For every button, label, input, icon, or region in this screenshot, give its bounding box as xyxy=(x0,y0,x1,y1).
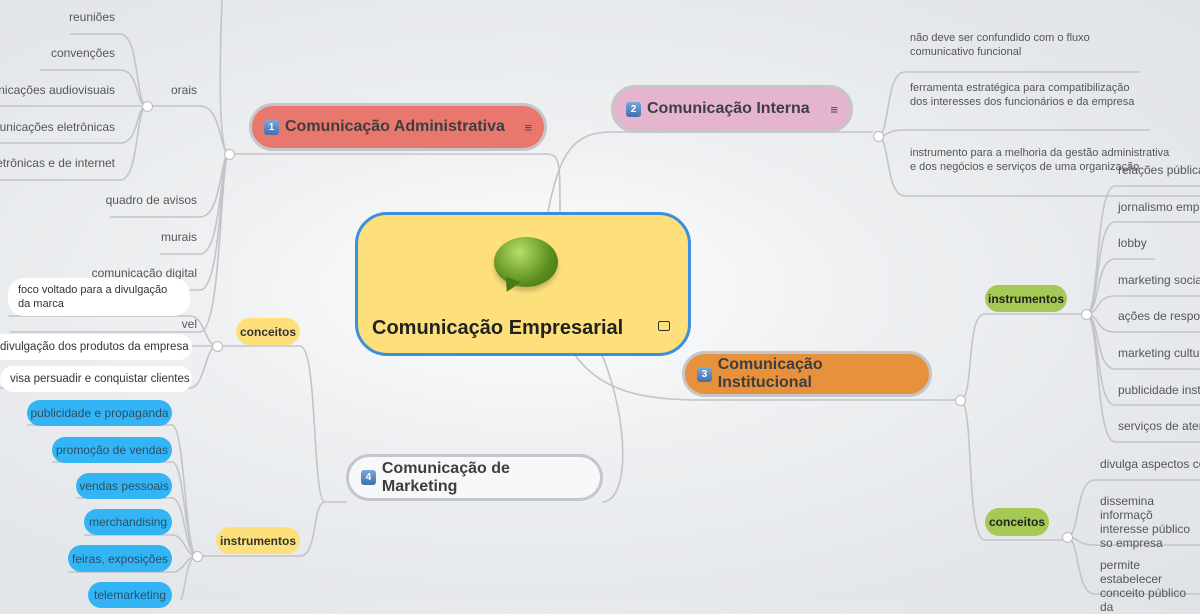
node-feiras-exposicoes[interactable]: feiras, exposições xyxy=(68,545,172,572)
node-internet[interactable]: letrônicas e de internet xyxy=(0,156,115,170)
collapse-node[interactable] xyxy=(873,131,884,142)
topic-comunicacao-institucional[interactable]: 3 Comunicação Institucional xyxy=(682,351,932,397)
collapse-node[interactable] xyxy=(1062,532,1073,543)
node-text: foco voltado para a divulgação da marca xyxy=(18,284,168,310)
node-reunioes[interactable]: reuniões xyxy=(68,10,115,24)
topic-comunicacao-marketing[interactable]: 4 Comunicação de Marketing xyxy=(346,454,603,501)
node-acoes-responsabilidade[interactable]: ações de respor xyxy=(1118,309,1200,323)
node-lobby[interactable]: lobby xyxy=(1118,236,1147,250)
number-3-icon: 3 xyxy=(697,366,712,382)
speech-bubble-icon xyxy=(494,237,558,287)
number-4-icon: 4 xyxy=(361,470,376,485)
node-comunicacao-digital[interactable]: comunicação digital xyxy=(91,266,197,280)
number-2-icon: 2 xyxy=(626,101,641,117)
node-conceitos-marketing[interactable]: conceitos xyxy=(236,318,300,345)
number-1-icon: 1 xyxy=(264,119,279,135)
topic-title: Comunicação Institucional xyxy=(717,356,823,391)
collapse-node[interactable] xyxy=(1081,309,1092,320)
node-servicos-atendimento[interactable]: serviços de aten xyxy=(1118,419,1200,433)
node-merchandising[interactable]: merchandising xyxy=(84,509,172,535)
node-marketing-social[interactable]: marketing social xyxy=(1118,273,1200,287)
node-divulgacao-produtos[interactable]: divulgação dos produtos da empresa xyxy=(0,334,192,360)
node-audiovisuais[interactable]: unicações audiovisuais xyxy=(0,83,115,97)
central-title: Comunicação Empresarial xyxy=(372,317,624,339)
node-orais[interactable]: orais xyxy=(170,83,197,97)
topic-comunicacao-administrativa[interactable]: 1 Comunicação Administrativa ≡ xyxy=(249,103,547,151)
node-publicidade-institucional[interactable]: publicidade insti xyxy=(1118,383,1200,397)
collapse-node[interactable] xyxy=(224,149,235,160)
topic-title: Comunicação Interna xyxy=(647,100,810,117)
image-icon[interactable] xyxy=(658,321,670,331)
node-jornalismo[interactable]: jornalismo empr xyxy=(1118,200,1200,214)
node-instrumentos-marketing[interactable]: instrumentos xyxy=(216,527,300,554)
node-marketing-cultural[interactable]: marketing cultur xyxy=(1118,346,1200,360)
topic-comunicacao-interna[interactable]: 2 Comunicação Interna ≡ xyxy=(611,85,853,133)
node-interna-1[interactable]: não deve ser confundido com o fluxo comu… xyxy=(910,32,1090,58)
node-interna-2[interactable]: ferramenta estratégica para compatibiliz… xyxy=(910,82,1135,108)
node-visa-persuadir[interactable]: visa persuadir e conquistar clientes xyxy=(0,366,192,392)
node-murais[interactable]: murais xyxy=(160,230,197,244)
notes-icon[interactable]: ≡ xyxy=(830,101,838,117)
node-instrumentos-institucional[interactable]: instrumentos xyxy=(985,285,1067,312)
collapse-node[interactable] xyxy=(192,551,203,562)
node-relacoes-publicas[interactable]: relações pública xyxy=(1118,163,1200,177)
central-topic[interactable]: Comunicação Empresarial xyxy=(355,212,691,356)
node-conceito-2[interactable]: dissemina informaçõ interesse público so… xyxy=(1100,494,1191,550)
node-conceito-1[interactable]: divulga aspectos co xyxy=(1100,457,1200,471)
notes-icon[interactable]: ≡ xyxy=(524,119,532,135)
node-eletronicas[interactable]: municações eletrônicas xyxy=(0,120,115,134)
node-quadro-avisos[interactable]: quadro de avisos xyxy=(105,193,197,207)
node-conceito-3[interactable]: permite estabelecer conceito público da xyxy=(1100,558,1187,614)
node-partial[interactable]: vel xyxy=(181,317,197,331)
topic-title: Comunicação de Marketing xyxy=(381,459,510,495)
node-publicidade-propaganda[interactable]: publicidade e propaganda xyxy=(27,400,172,426)
node-vendas-pessoais[interactable]: vendas pessoais xyxy=(76,473,172,499)
node-conceitos-institucional[interactable]: conceitos xyxy=(985,508,1049,536)
node-promocao-vendas[interactable]: promoção de vendas xyxy=(52,437,172,463)
node-foco-marca[interactable]: foco voltado para a divulgação da marca xyxy=(8,278,190,316)
node-interna-3[interactable]: instrumento para a melhoria da gestão ad… xyxy=(910,147,1170,173)
node-telemarketing[interactable]: telemarketing xyxy=(88,582,172,608)
collapse-node[interactable] xyxy=(955,395,966,406)
node-convencoes[interactable]: convenções xyxy=(50,46,115,60)
topic-title: Comunicação Administrativa xyxy=(285,118,505,135)
collapse-node[interactable] xyxy=(142,101,153,112)
collapse-node[interactable] xyxy=(212,341,223,352)
